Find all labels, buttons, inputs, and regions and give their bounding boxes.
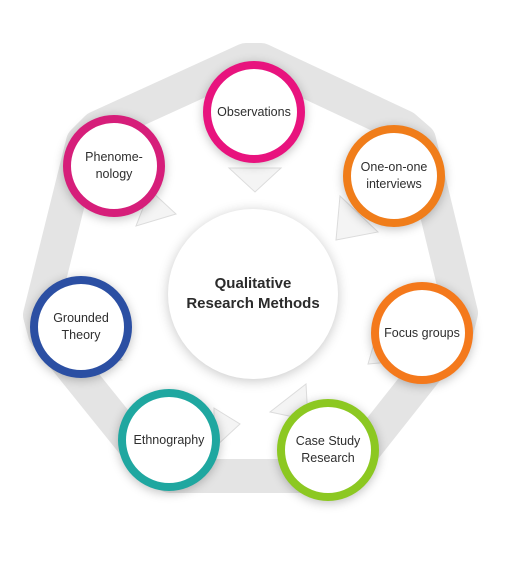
method-node-case-study-research: Case Study Research: [277, 399, 379, 501]
method-label-line2: interviews: [366, 177, 422, 191]
method-label-line2: nology: [95, 167, 133, 181]
method-label: Phenome- nology: [74, 149, 154, 183]
method-label: Ethnography: [129, 432, 209, 449]
method-node-observations: Observations: [203, 61, 305, 163]
method-label-line1: Grounded: [53, 311, 109, 326]
method-label-line1: Ethnography: [133, 432, 205, 447]
method-label: Case Study Research: [288, 433, 368, 467]
center-title-line2: Research Methods: [186, 295, 320, 312]
method-node-one-on-one-interviews: One-on-one interviews: [343, 125, 445, 227]
method-node-grounded-theory: Grounded Theory: [30, 276, 132, 378]
method-label-line1: Case Study: [295, 434, 361, 449]
method-label-line2: Research: [301, 451, 355, 465]
method-label-line1: One-on-one: [360, 160, 428, 175]
method-label-line1: Focus groups: [384, 325, 460, 340]
arrow-head: [227, 167, 283, 193]
center-title-line1: Qualitative: [214, 274, 292, 292]
method-label-line2: Theory: [61, 328, 101, 342]
method-node-ethnography: Ethnography: [118, 389, 220, 491]
method-label: Observations: [214, 104, 294, 121]
method-node-focus-groups: Focus groups: [371, 282, 473, 384]
arrow-head: [135, 189, 177, 227]
center-title: Qualitative Research Methods: [183, 274, 323, 315]
method-node-phenomenology: Phenome- nology: [63, 115, 165, 217]
method-label: Grounded Theory: [41, 310, 121, 344]
method-label-line1: Phenome-: [85, 150, 143, 165]
method-label-line1: Observations: [217, 104, 291, 119]
center-circle: Qualitative Research Methods: [168, 209, 338, 379]
method-label: Focus groups: [382, 325, 462, 342]
method-label: One-on-one interviews: [354, 159, 434, 193]
